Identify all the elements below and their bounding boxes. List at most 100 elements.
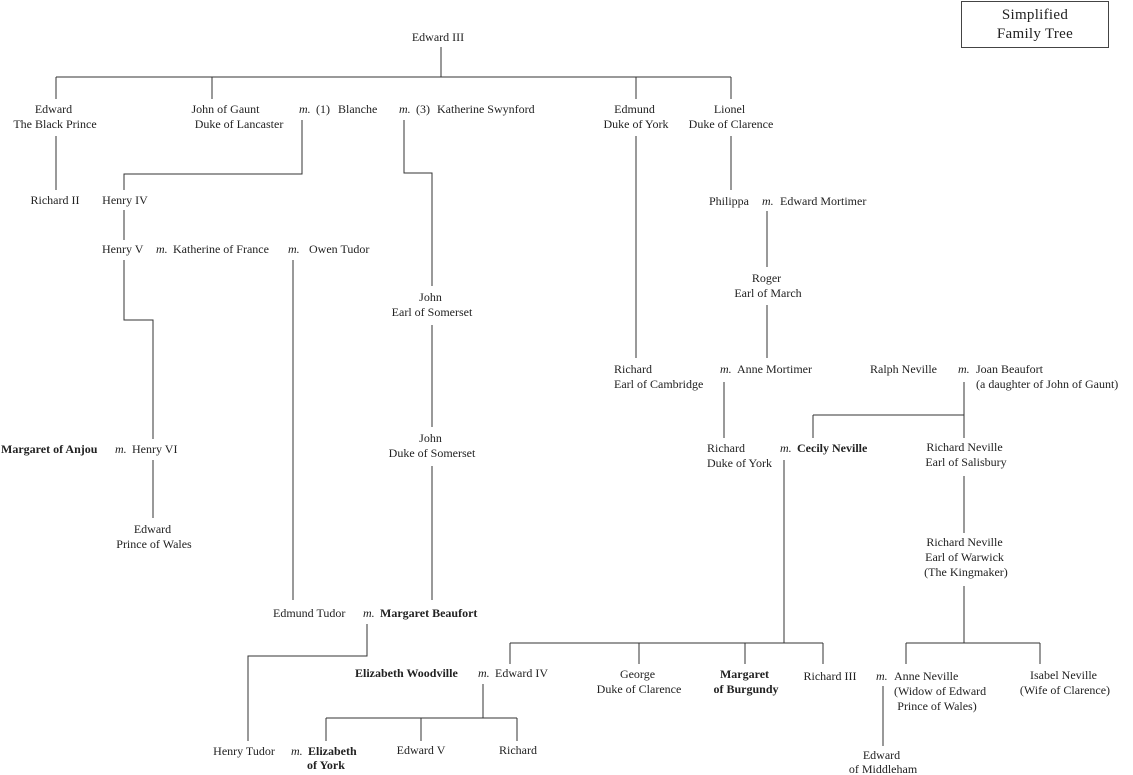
marriage-number: (1) bbox=[316, 102, 330, 116]
marriage-marker: m. bbox=[876, 669, 888, 683]
name: Richard Neville bbox=[926, 535, 1002, 549]
marriage-marker: m. bbox=[399, 102, 411, 116]
name: Edward III bbox=[412, 30, 464, 44]
name: Edmund bbox=[614, 102, 655, 116]
person-richard-duke-york: Richard Duke of York bbox=[707, 441, 772, 470]
person-labels: Edward III Edward The Black Prince John … bbox=[1, 30, 1118, 775]
name: John bbox=[419, 431, 442, 445]
title: Earl of Cambridge bbox=[614, 377, 703, 391]
name: John of Gaunt bbox=[192, 102, 261, 116]
name: Edward bbox=[35, 102, 72, 116]
person-henry-tudor: Henry Tudor bbox=[213, 744, 275, 758]
title: Earl of Somerset bbox=[392, 305, 473, 319]
marriage-marker: m. bbox=[762, 194, 774, 208]
name: Edward bbox=[134, 522, 171, 536]
note: (Widow of Edward bbox=[894, 684, 986, 698]
name: Richard Neville bbox=[926, 440, 1002, 454]
note: (Wife of Clarence) bbox=[1020, 683, 1110, 697]
person-elizabeth-of-york: Elizabeth of York bbox=[307, 744, 360, 772]
person-george-clarence: George Duke of Clarence bbox=[597, 667, 682, 696]
person-edward-iii: Edward III bbox=[412, 30, 464, 44]
title: of York bbox=[307, 758, 345, 772]
marriage-marker: m. bbox=[299, 102, 311, 116]
person-anne-mortimer: Anne Mortimer bbox=[737, 362, 812, 376]
person-henry-vi: Henry VI bbox=[132, 442, 177, 456]
person-katherine-of-france: Katherine of France bbox=[173, 242, 269, 256]
person-margaret-burgundy: Margaret of Burgundy bbox=[713, 667, 778, 696]
marriage-number: (3) bbox=[416, 102, 430, 116]
marriage-marker: m. bbox=[958, 362, 970, 376]
connector bbox=[123, 120, 303, 190]
title: of Middleham bbox=[849, 762, 918, 775]
person-richard-neville-salisbury: Richard Neville Earl of Salisbury bbox=[925, 440, 1006, 469]
title: of Burgundy bbox=[713, 682, 778, 696]
marriage-marker: m. bbox=[115, 442, 127, 456]
name: Margaret bbox=[720, 667, 769, 681]
name: George bbox=[620, 667, 655, 681]
person-katherine-swynford: Katherine Swynford bbox=[437, 102, 535, 116]
person-isabel-neville: Isabel Neville (Wife of Clarence) bbox=[1020, 668, 1110, 697]
title: The Black Prince bbox=[13, 117, 96, 131]
title: Duke of Clarence bbox=[689, 117, 774, 131]
person-cecily-neville: Cecily Neville bbox=[797, 441, 868, 455]
name: Elizabeth bbox=[308, 744, 357, 758]
title-box: Simplified Family Tree bbox=[961, 1, 1109, 48]
marriage-marker: m. bbox=[780, 441, 792, 455]
name: Edward bbox=[863, 748, 900, 762]
title: Prince of Wales bbox=[116, 537, 192, 551]
name: Lionel bbox=[714, 102, 746, 116]
marriage-marker: m. bbox=[363, 606, 375, 620]
person-richard-cambridge: Richard Earl of Cambridge bbox=[614, 362, 703, 391]
person-margaret-anjou: Margaret of Anjou bbox=[1, 442, 98, 456]
name: Richard bbox=[614, 362, 652, 376]
connector bbox=[123, 260, 154, 439]
person-margaret-beaufort: Margaret Beaufort bbox=[380, 606, 477, 620]
note: Prince of Wales) bbox=[897, 699, 976, 713]
person-anne-neville: Anne Neville (Widow of Edward Prince of … bbox=[894, 669, 989, 713]
person-richard-iii: Richard III bbox=[804, 669, 857, 683]
person-lionel: Lionel Duke of Clarence bbox=[689, 102, 774, 131]
title: Earl of Warwick bbox=[925, 550, 1004, 564]
person-edward-middleham: Edward of Middleham bbox=[849, 748, 918, 775]
person-edward-prince-wales: Edward Prince of Wales bbox=[116, 522, 192, 551]
name: Joan Beaufort bbox=[976, 362, 1044, 376]
name: Isabel Neville bbox=[1030, 668, 1097, 682]
person-black-prince: Edward The Black Prince bbox=[13, 102, 96, 131]
name: Roger bbox=[752, 271, 781, 285]
note: (The Kingmaker) bbox=[924, 565, 1008, 579]
note: (a daughter of John of Gaunt) bbox=[976, 377, 1118, 391]
title: Earl of March bbox=[734, 286, 801, 300]
title: Duke of Somerset bbox=[389, 446, 476, 460]
marriage-marker: m. bbox=[720, 362, 732, 376]
connector bbox=[247, 624, 368, 741]
person-philippa: Philippa bbox=[709, 194, 750, 208]
person-edward-mortimer: Edward Mortimer bbox=[780, 194, 866, 208]
title: Duke of York bbox=[603, 117, 668, 131]
title-line-2: Family Tree bbox=[996, 25, 1074, 42]
person-elizabeth-woodville: Elizabeth Woodville bbox=[355, 666, 458, 680]
person-richard-neville-warwick: Richard Neville Earl of Warwick (The Kin… bbox=[924, 535, 1008, 579]
connector bbox=[403, 120, 433, 286]
marriage-marker: m. bbox=[156, 242, 168, 256]
connector-lines bbox=[55, 47, 1041, 746]
person-joan-beaufort: Joan Beaufort (a daughter of John of Gau… bbox=[976, 362, 1118, 391]
name: Richard bbox=[707, 441, 745, 455]
marriage-marker: m. bbox=[288, 242, 300, 256]
person-henry-iv: Henry IV bbox=[102, 193, 148, 207]
name: Anne Neville bbox=[894, 669, 958, 683]
person-edmund-york: Edmund Duke of York bbox=[603, 102, 668, 131]
person-john-of-gaunt: John of Gaunt Duke of Lancaster bbox=[192, 102, 284, 131]
person-edward-iv: Edward IV bbox=[495, 666, 548, 680]
name: John bbox=[419, 290, 442, 304]
person-henry-v: Henry V bbox=[102, 242, 144, 256]
title: Duke of York bbox=[707, 456, 772, 470]
person-richard-son: Richard bbox=[499, 743, 537, 757]
marriage-marker: m. bbox=[478, 666, 490, 680]
person-john-duke-somerset: John Duke of Somerset bbox=[389, 431, 476, 460]
person-owen-tudor: Owen Tudor bbox=[309, 242, 369, 256]
person-roger: Roger Earl of March bbox=[734, 271, 801, 300]
title-line-1: Simplified bbox=[1001, 6, 1069, 23]
marriage-marker: m. bbox=[291, 744, 303, 758]
person-blanche: Blanche bbox=[338, 102, 377, 116]
